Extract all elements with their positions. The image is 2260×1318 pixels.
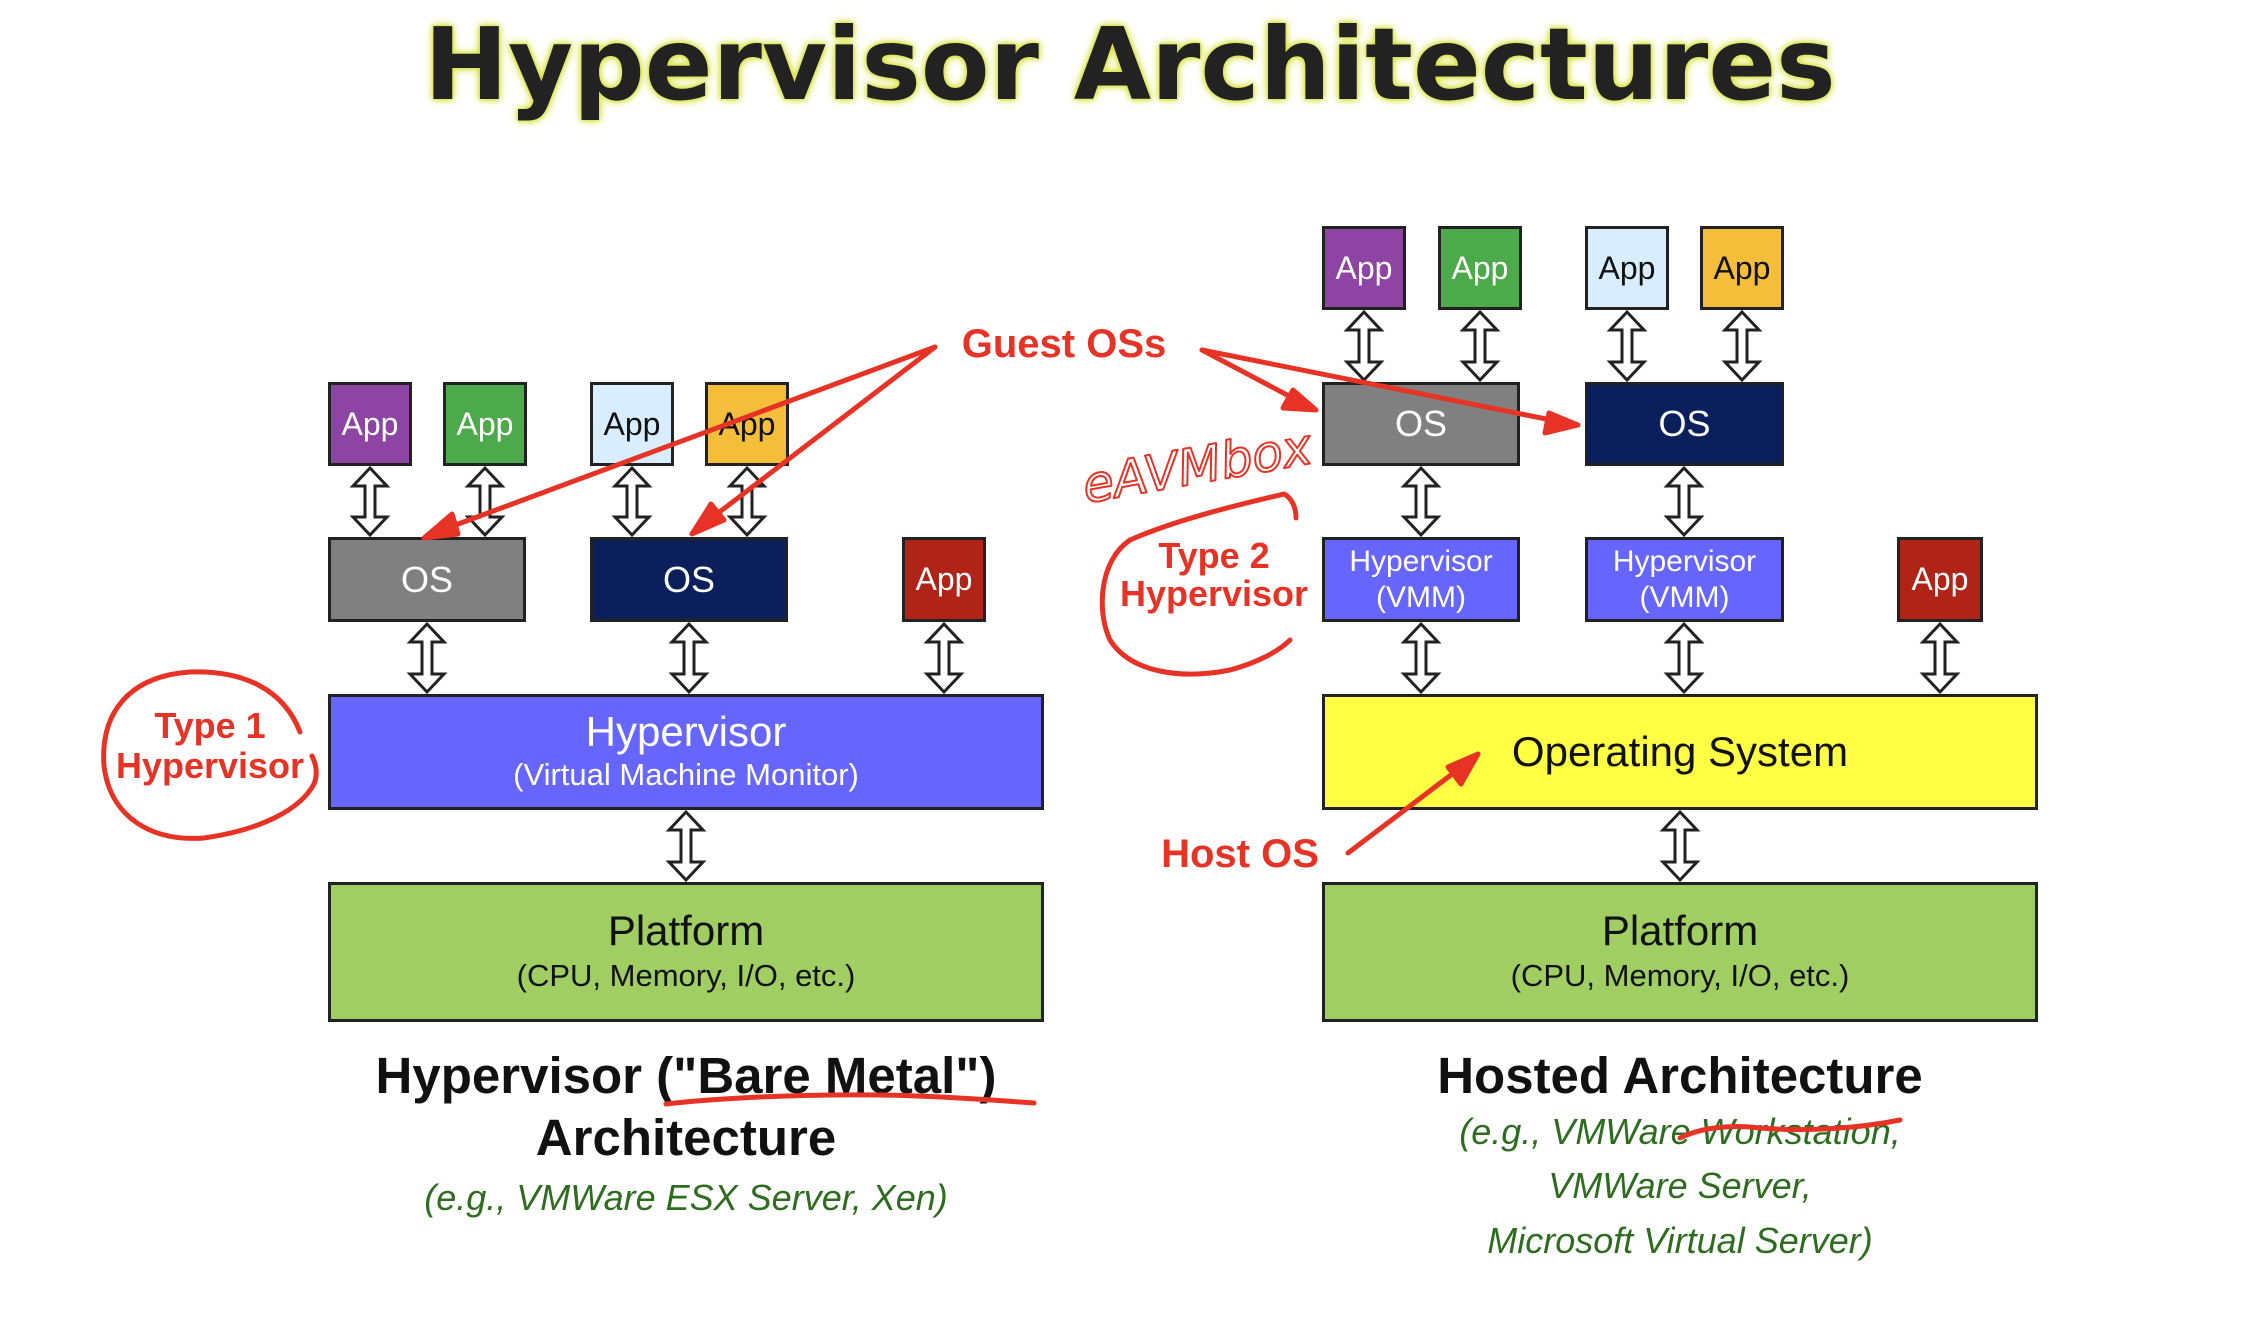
double-arrow-15	[1663, 621, 1705, 695]
left-direct-app: App	[902, 537, 986, 622]
handwritten-note: eAVMbox	[1078, 417, 1317, 514]
left-app-purple: App	[328, 382, 412, 466]
double-arrow-8	[1343, 309, 1385, 383]
double-arrow-11	[1721, 309, 1763, 383]
double-arrow-5	[668, 621, 710, 695]
os-label: OS	[662, 558, 715, 600]
vmm-line2: (VMM)	[1376, 580, 1466, 614]
app-label: App	[1335, 249, 1393, 286]
os-label: OS	[1394, 403, 1447, 444]
handwritten-scribble: eAVMbox	[1077, 416, 1318, 515]
platform-title: Platform	[607, 907, 765, 954]
host-os-label: Host OS	[1161, 832, 1319, 876]
double-arrow-4	[406, 621, 448, 695]
double-arrow-10	[1606, 309, 1648, 383]
left-app-orange: App	[705, 382, 789, 466]
platform-title: Platform	[1601, 907, 1759, 954]
app-label: App	[1911, 561, 1969, 597]
right-example-line2: VMWare Server,	[1548, 1165, 1812, 1206]
left-guest-os-1: OS	[328, 537, 526, 622]
double-arrow-9	[1459, 309, 1501, 383]
guest-arrow-line-3	[1199, 347, 1309, 408]
right-example-line3: Microsoft Virtual Server)	[1487, 1220, 1873, 1261]
app-label: App	[603, 405, 661, 442]
vmm-line2: (VMM)	[1639, 580, 1730, 614]
platform-subtitle: (CPU, Memory, I/O, etc.)	[516, 958, 856, 993]
guest-arrowhead-1	[421, 511, 461, 541]
double-arrow-13	[1663, 465, 1705, 538]
type2-label-line2: Hypervisor	[1119, 573, 1309, 614]
left-platform-box: Platform (CPU, Memory, I/O, etc.)	[328, 882, 1044, 1022]
double-arrow-3	[726, 465, 768, 538]
app-label: App	[915, 561, 973, 597]
left-app-lightblue: App	[590, 382, 674, 466]
app-label: App	[1451, 249, 1509, 286]
right-guest-os-2: OS	[1585, 382, 1784, 466]
hypervisor-subtitle: (Virtual Machine Monitor)	[513, 757, 859, 792]
type1-label-line1: Type 1	[154, 705, 266, 746]
guest-arrowhead-4	[1542, 410, 1581, 436]
type1-label-line2: Hypervisor	[115, 745, 305, 786]
left-example: (e.g., VMWare ESX Server, Xen)	[424, 1177, 948, 1218]
platform-subtitle: (CPU, Memory, I/O, etc.)	[1510, 958, 1850, 993]
app-label: App	[1598, 249, 1656, 286]
left-caption-line2: Architecture	[535, 1109, 837, 1166]
right-caption: Hosted Architecture	[1437, 1047, 1923, 1104]
guest-arrowhead-2	[689, 501, 727, 537]
double-arrow-12	[1400, 465, 1442, 538]
right-example-line1: (e.g., VMWare Workstation,	[1459, 1111, 1901, 1152]
app-label: App	[456, 405, 514, 442]
right-app-orange: App	[1700, 226, 1784, 310]
guest-oss-label: Guest OSs	[961, 322, 1167, 366]
left-guest-os-2: OS	[590, 537, 788, 622]
left-caption-line1: Hypervisor ("Bare Metal")	[375, 1047, 997, 1104]
host-os-label: Operating System	[1511, 728, 1849, 775]
double-arrow-14	[1400, 621, 1442, 695]
right-direct-app: App	[1897, 537, 1983, 622]
right-platform-box: Platform (CPU, Memory, I/O, etc.)	[1322, 882, 2038, 1022]
right-app-purple: App	[1322, 226, 1406, 310]
right-guest-os-1: OS	[1322, 382, 1520, 466]
left-hypervisor-box: Hypervisor (Virtual Machine Monitor)	[328, 694, 1044, 810]
app-label: App	[341, 405, 399, 442]
right-vmm-2: Hypervisor (VMM)	[1585, 537, 1784, 622]
type2-label-line1: Type 2	[1158, 535, 1270, 576]
right-app-green: App	[1438, 226, 1522, 310]
double-arrow-6	[923, 621, 965, 695]
vmm-line1: Hypervisor	[1612, 544, 1757, 578]
os-label: OS	[400, 558, 453, 600]
page-title: Hypervisor Architectures	[424, 6, 1836, 123]
left-app-green: App	[443, 382, 527, 466]
double-arrow-2	[611, 465, 653, 538]
double-arrow-17	[1659, 809, 1701, 883]
host-os-box: Operating System	[1322, 694, 2038, 810]
app-label: App	[1713, 249, 1771, 286]
right-vmm-1: Hypervisor (VMM)	[1322, 537, 1520, 622]
hypervisor-title: Hypervisor	[585, 708, 787, 755]
guest-arrowhead-3	[1280, 387, 1319, 413]
double-arrow-16	[1919, 621, 1961, 695]
double-arrow-7	[665, 809, 707, 883]
double-arrow-1	[464, 465, 506, 538]
app-label: App	[718, 405, 776, 442]
os-label: OS	[1658, 403, 1711, 444]
double-arrow-0	[349, 465, 391, 538]
vmm-line1: Hypervisor	[1349, 544, 1493, 578]
right-app-lightblue: App	[1585, 226, 1669, 310]
